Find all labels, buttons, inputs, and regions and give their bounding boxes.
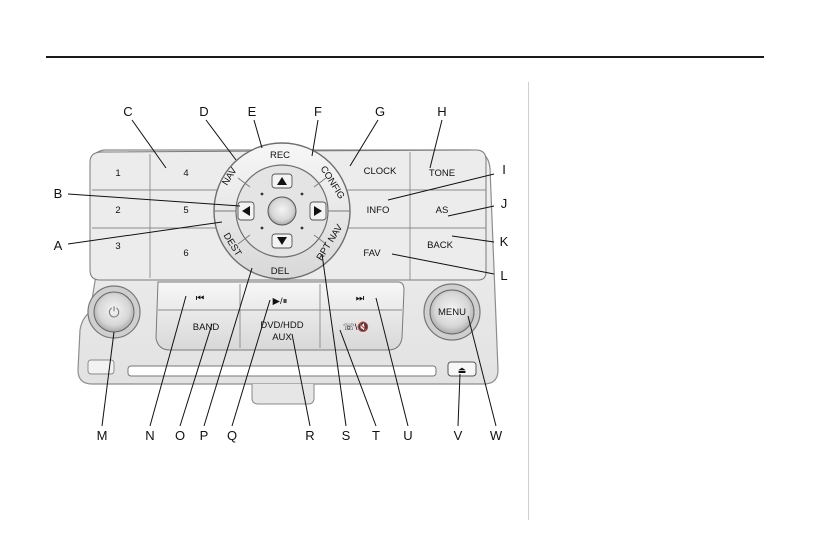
callout-f: F: [314, 104, 322, 119]
band-label: BAND: [193, 322, 220, 333]
preset-grid: [92, 154, 232, 278]
arrow-down-icon[interactable]: [277, 237, 287, 245]
callout-d: D: [199, 104, 208, 119]
callout-c: C: [123, 104, 132, 119]
lower-tab: [251, 384, 315, 405]
callout-t: T: [372, 428, 380, 443]
callout-h: H: [437, 104, 446, 119]
callout-s: S: [342, 428, 351, 443]
arrow-left-icon[interactable]: [242, 206, 250, 216]
eject-icon[interactable]: ⏏: [458, 365, 467, 375]
play-pause-icon[interactable]: ▶/⏸: [273, 296, 288, 307]
as-label: AS: [436, 205, 449, 216]
back-label: BACK: [427, 240, 454, 251]
fav-label: FAV: [363, 248, 381, 259]
preset-1-label: 1: [115, 168, 120, 179]
dvd-hdd-label: DVD/HDD: [260, 320, 303, 331]
arrow-right-icon[interactable]: [314, 206, 322, 216]
preset-3-label: 3: [115, 241, 120, 252]
callout-a: A: [54, 238, 63, 253]
callout-e: E: [248, 104, 257, 119]
callout-u: U: [403, 428, 412, 443]
disc-slot: [127, 365, 437, 377]
slot-tab-left: [87, 359, 115, 375]
callout-l: L: [500, 268, 507, 283]
clock-label: CLOCK: [364, 166, 397, 177]
right-button-grid: [332, 152, 486, 280]
preset-2-label: 2: [115, 205, 120, 216]
ring-segment-lines: [214, 177, 350, 245]
callout-p: P: [200, 428, 209, 443]
rec-label: REC: [270, 150, 290, 161]
seek-next-icon[interactable]: ⏭: [356, 293, 365, 304]
menu-label: MENU: [438, 307, 466, 318]
callout-k: K: [500, 234, 509, 249]
callout-o: O: [175, 428, 185, 443]
select-knob[interactable]: [267, 196, 297, 226]
callout-v: V: [454, 428, 463, 443]
arrow-up-icon[interactable]: [277, 177, 287, 185]
info-label: INFO: [367, 205, 390, 216]
callout-w: W: [490, 428, 503, 443]
preset-5-label: 5: [183, 205, 188, 216]
callout-m: M: [97, 428, 108, 443]
callout-g: G: [375, 104, 385, 119]
preset-4-label: 4: [183, 168, 188, 179]
callout-q: Q: [227, 428, 237, 443]
eject-button[interactable]: [447, 361, 477, 377]
callout-n: N: [145, 428, 154, 443]
leader-lines: [67, 119, 497, 427]
transport-bar: [155, 281, 405, 351]
phone-mute-icon[interactable]: ☏\🔇: [343, 321, 370, 333]
column-divider: [528, 82, 529, 520]
callout-b: B: [54, 186, 63, 201]
power-icon[interactable]: ⏻: [108, 304, 119, 320]
seek-prev-icon[interactable]: ⏮: [196, 293, 205, 304]
callout-i: I: [502, 162, 506, 177]
dpad-arrows: [237, 173, 327, 249]
menu-knob[interactable]: [429, 289, 475, 335]
preset-6-label: 6: [183, 248, 188, 259]
del-label: DEL: [271, 266, 289, 277]
callout-j: J: [501, 196, 508, 211]
tone-label: TONE: [429, 168, 455, 179]
aux-label: AUX: [272, 332, 292, 343]
callout-r: R: [305, 428, 314, 443]
header-rule: [46, 56, 764, 58]
